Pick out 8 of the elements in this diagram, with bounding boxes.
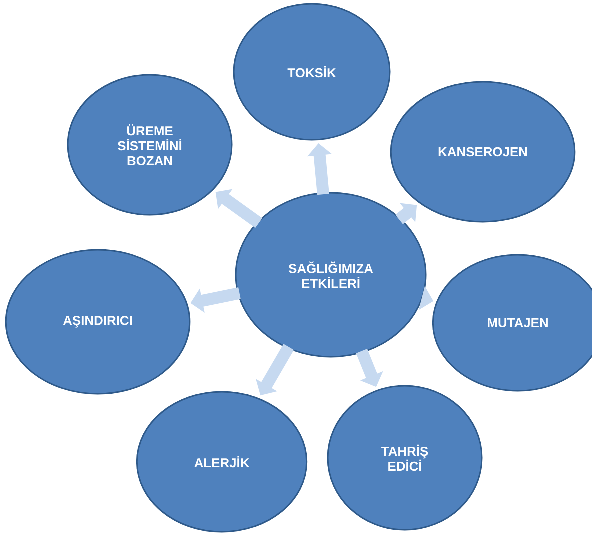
ellipse-node: AŞINDIRICI xyxy=(5,249,191,395)
ellipse-node: TAHRİŞ EDİCİ xyxy=(327,385,483,531)
ellipse-node: MUTAJEN xyxy=(432,254,592,392)
ellipse-node: TOKSİK xyxy=(233,3,391,141)
ellipse-node: KANSEROJEN xyxy=(390,81,576,223)
ellipse-node: SAĞLIĞIMIZA ETKİLERİ xyxy=(235,192,427,358)
ellipse-node: ÜREME SİSTEMİNİ BOZAN xyxy=(67,74,233,216)
ellipse-node: ALERJİK xyxy=(136,391,308,533)
